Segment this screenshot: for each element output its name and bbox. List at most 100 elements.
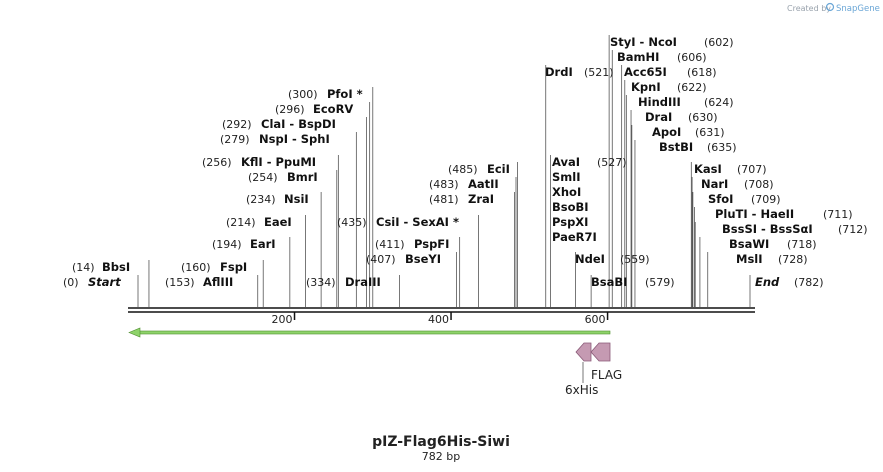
ruler-tick-600: 600 xyxy=(585,312,609,326)
svg-text:600: 600 xyxy=(585,313,606,326)
feature-flag[interactable] xyxy=(590,342,611,362)
svg-text:(728): (728) xyxy=(778,253,808,266)
svg-text:(559): (559) xyxy=(620,253,650,266)
site-drai[interactable]: DraI (630) xyxy=(645,110,718,124)
svg-text:PspFI: PspFI xyxy=(414,237,449,251)
credit-text: Created by xyxy=(787,4,831,13)
svg-text:(256): (256) xyxy=(202,156,232,169)
svg-text:(411): (411) xyxy=(375,238,405,251)
site-pluti[interactable]: PluTI - HaeII (711) xyxy=(715,207,853,221)
svg-text:200: 200 xyxy=(272,313,293,326)
svg-text:BamHI: BamHI xyxy=(617,50,659,64)
site-bseyi[interactable]: (407) BseYI xyxy=(366,252,441,266)
svg-text:(435): (435) xyxy=(337,216,367,229)
svg-text:(296): (296) xyxy=(275,103,305,116)
site-zrai[interactable]: (481) ZraI xyxy=(429,192,494,206)
site-ecii[interactable]: (485) EciI xyxy=(448,162,510,176)
svg-text:KflI - PpuMI: KflI - PpuMI xyxy=(241,155,316,169)
site-fspi[interactable]: (160) FspI xyxy=(181,260,247,274)
site-bsssi[interactable]: BssSI - BssSαI (712) xyxy=(722,222,868,236)
ruler: 200 400 600 xyxy=(272,312,609,326)
site-pspxi[interactable]: PspXI xyxy=(552,215,588,229)
site-drdi[interactable]: DrdI (521) xyxy=(545,65,614,79)
svg-text:Start: Start xyxy=(88,275,121,289)
svg-text:(527): (527) xyxy=(597,156,627,169)
svg-text:CsiI - SexAI *: CsiI - SexAI * xyxy=(376,215,459,229)
cut-site-lines xyxy=(137,35,751,307)
svg-text:BsaWI: BsaWI xyxy=(729,237,769,251)
site-bbsi[interactable]: (14) BbsI xyxy=(72,260,130,274)
svg-text:AatII: AatII xyxy=(468,177,499,191)
site-msli[interactable]: MslI (728) xyxy=(736,252,808,266)
svg-text:KpnI: KpnI xyxy=(631,80,661,94)
site-ndei[interactable]: NdeI (559) xyxy=(575,252,650,266)
site-draiii[interactable]: (334) DraIII xyxy=(306,275,381,289)
svg-text:(630): (630) xyxy=(688,111,718,124)
svg-text:EaeI: EaeI xyxy=(264,215,292,229)
svg-text:MslI: MslI xyxy=(736,252,763,266)
svg-text:BsaBI: BsaBI xyxy=(591,275,627,289)
ruler-tick-200: 200 xyxy=(272,312,296,326)
site-bsawi[interactable]: BsaWI (718) xyxy=(729,237,817,251)
site-nsii[interactable]: (234) NsiI xyxy=(246,192,309,206)
svg-text:(606): (606) xyxy=(677,51,707,64)
svg-text:BsoBI: BsoBI xyxy=(552,200,589,214)
feature-6xhis[interactable] xyxy=(575,342,592,362)
svg-text:(782): (782) xyxy=(794,276,824,289)
site-pspfi[interactable]: (411) PspFI xyxy=(375,237,449,251)
svg-text:(407): (407) xyxy=(366,253,396,266)
site-ecorv[interactable]: (296) EcoRV xyxy=(275,102,353,116)
site-nari[interactable]: NarI (708) xyxy=(701,177,774,191)
svg-text:BbsI: BbsI xyxy=(102,260,130,274)
site-apoi[interactable]: ApoI (631) xyxy=(652,125,725,139)
site-styi[interactable]: StyI - NcoI (602) xyxy=(610,35,734,49)
svg-text:ZraI: ZraI xyxy=(468,192,494,206)
site-avai[interactable]: AvaI (527) xyxy=(552,155,627,169)
site-paer7i[interactable]: PaeR7I xyxy=(552,230,597,244)
svg-text:NarI: NarI xyxy=(701,177,728,191)
site-bmri[interactable]: (254) BmrI xyxy=(248,170,318,184)
svg-text:EcoRV: EcoRV xyxy=(313,102,353,116)
site-xhoi[interactable]: XhoI xyxy=(552,185,581,199)
site-aatii[interactable]: (483) AatII xyxy=(429,177,499,191)
svg-text:(718): (718) xyxy=(787,238,817,251)
svg-text:(334): (334) xyxy=(306,276,336,289)
svg-text:(0): (0) xyxy=(63,276,79,289)
svg-text:EciI: EciI xyxy=(487,162,510,176)
site-kfli[interactable]: (256) KflI - PpuMI xyxy=(202,155,316,169)
site-nspi[interactable]: (279) NspI - SphI xyxy=(220,132,330,146)
svg-text:(254): (254) xyxy=(248,171,278,184)
svg-text:ApoI: ApoI xyxy=(652,125,681,139)
svg-text:(622): (622) xyxy=(677,81,707,94)
site-bsobi[interactable]: BsoBI xyxy=(552,200,589,214)
site-eari[interactable]: (194) EarI xyxy=(212,237,276,251)
site-bsabi[interactable]: BsaBI (579) xyxy=(591,275,675,289)
site-start[interactable]: (0) Start xyxy=(63,275,121,289)
svg-text:PfoI *: PfoI * xyxy=(327,87,363,101)
svg-text:BmrI: BmrI xyxy=(287,170,318,184)
svg-text:PspXI: PspXI xyxy=(552,215,588,229)
svg-text:XhoI: XhoI xyxy=(552,185,581,199)
site-csii[interactable]: (435) CsiI - SexAI * xyxy=(337,215,459,229)
site-eaei[interactable]: (214) EaeI xyxy=(226,215,292,229)
svg-text:BstBI: BstBI xyxy=(659,140,693,154)
svg-text:BseYI: BseYI xyxy=(405,252,441,266)
site-bstbi[interactable]: BstBI (635) xyxy=(659,140,737,154)
svg-text:(602): (602) xyxy=(704,36,734,49)
svg-text:(234): (234) xyxy=(246,193,276,206)
site-clai[interactable]: (292) ClaI - BspDI xyxy=(222,117,336,131)
site-sfoi[interactable]: SfoI (709) xyxy=(708,192,781,206)
site-smli[interactable]: SmlI xyxy=(552,170,581,184)
svg-text:(481): (481) xyxy=(429,193,459,206)
site-end[interactable]: End (782) xyxy=(755,275,824,289)
site-hindiii[interactable]: HindIII (624) xyxy=(638,95,734,109)
site-afliii[interactable]: (153) AflIII xyxy=(165,275,233,289)
site-kpni[interactable]: KpnI (622) xyxy=(631,80,707,94)
svg-text:DraI: DraI xyxy=(645,110,672,124)
site-bamhi[interactable]: BamHI (606) xyxy=(617,50,707,64)
svg-text:(579): (579) xyxy=(645,276,675,289)
site-kasi[interactable]: KasI (707) xyxy=(694,162,767,176)
site-acc65i[interactable]: Acc65I (618) xyxy=(624,65,717,79)
site-pfoi[interactable]: (300) PfoI * xyxy=(288,87,363,101)
orf-arrow[interactable] xyxy=(128,327,611,338)
